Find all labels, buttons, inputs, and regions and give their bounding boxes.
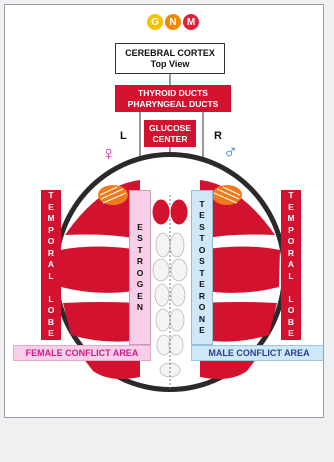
temporal-left-letter: O	[48, 236, 55, 248]
testosterone-letter: R	[199, 291, 205, 303]
temporal-right-letter: R	[288, 248, 294, 260]
estrogen-letter: N	[137, 302, 143, 314]
temporal-right-letter: T	[288, 190, 293, 202]
thyroid-box: THYROID DUCTS PHARYNGEAL DUCTS	[115, 85, 231, 112]
temporal-right-letter: L	[288, 294, 293, 306]
testosterone-letter: O	[199, 302, 206, 314]
estrogen-letter: E	[137, 291, 143, 303]
temporal-right-letter: M	[287, 213, 294, 225]
estrogen-letter: G	[137, 279, 144, 291]
temporal-right-letter: P	[288, 225, 294, 237]
testosterone-letter: S	[199, 222, 205, 234]
testosterone-letter: S	[199, 256, 205, 268]
temporal-left-letter: P	[48, 225, 54, 237]
temporal-right-letter: O	[288, 236, 295, 248]
temporal-right-letter: L	[288, 271, 293, 283]
temporal-left-letter: B	[48, 317, 54, 329]
testosterone-letter: T	[199, 233, 204, 245]
temporal-left-letter: L	[48, 271, 53, 283]
male-conflict-area: MALE CONFLICT AREA	[191, 345, 324, 361]
temporal-left-letter: E	[48, 328, 54, 340]
temporal-right-letter: A	[288, 259, 294, 271]
testosterone-letter: T	[199, 268, 204, 280]
glucose-line-2: CENTER	[144, 134, 196, 145]
estrogen-letter: T	[137, 245, 142, 257]
testosterone-letter: E	[199, 279, 205, 291]
testosterone-letter: E	[199, 210, 205, 222]
testosterone-letter: E	[199, 325, 205, 337]
diagram-card: G N M CEREBRAL CORTEX Top View	[4, 4, 324, 418]
testosterone-letter: N	[199, 314, 205, 326]
left-side-label: L	[120, 130, 127, 142]
temporal-right-letter: B	[288, 317, 294, 329]
estrogen-letter: E	[137, 222, 143, 234]
temporal-left-letter: M	[47, 213, 54, 225]
estrogen-letter: S	[137, 233, 143, 245]
temporal-left-letter: L	[48, 294, 53, 306]
thyroid-line-1: THYROID DUCTS	[115, 88, 231, 99]
testosterone-letter: T	[199, 199, 204, 211]
temporal-right-letter: E	[288, 202, 294, 214]
male-symbol-icon: ♂	[223, 141, 238, 164]
thyroid-line-2: PHARYNGEAL DUCTS	[115, 99, 231, 110]
temporal-left-letter: E	[48, 202, 54, 214]
temporal-right-letter: O	[288, 305, 295, 317]
female-symbol-icon: ♀	[101, 143, 116, 166]
testosterone-letter: O	[199, 245, 206, 257]
female-conflict-area: FEMALE CONFLICT AREA	[13, 345, 151, 361]
temporal-right-letter	[290, 282, 292, 294]
temporal-left-letter	[50, 282, 52, 294]
right-side-label: R	[214, 130, 222, 142]
glucose-line-1: GLUCOSE	[144, 123, 196, 134]
temporal-left-letter: O	[48, 305, 55, 317]
temporal-left-letter: R	[48, 248, 54, 260]
estrogen-letter: O	[137, 268, 144, 280]
temporal-right-letter: E	[288, 328, 294, 340]
temporal-left-letter: A	[48, 259, 54, 271]
temporal-left-letter: T	[48, 190, 53, 202]
glucose-box: GLUCOSE CENTER	[144, 120, 196, 147]
estrogen-letter: R	[137, 256, 143, 268]
